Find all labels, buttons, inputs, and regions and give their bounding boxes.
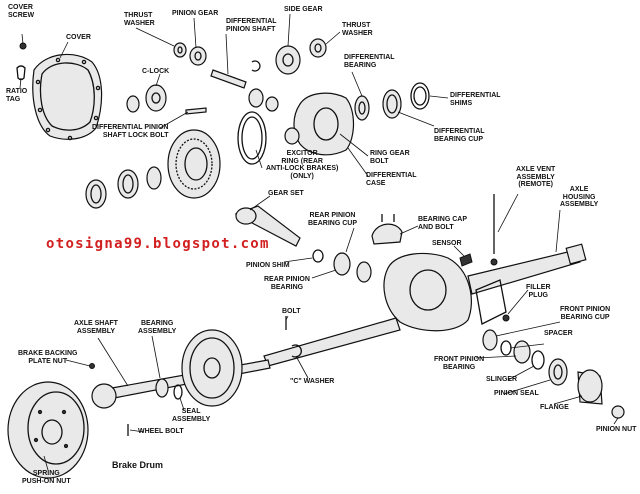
bearing-cap-part [371,214,403,245]
differential-case-part [284,92,355,156]
label-cover: Cover [66,34,91,41]
axle-housing-part [263,243,587,367]
label-ring-gear-bolt: Ring gear bolt [370,150,410,165]
label-flange: Flange [540,404,569,411]
label-pinion-nut: Pinion nut [596,426,637,433]
seal-assembly-part [173,384,183,400]
label-filler-plug: Filler plug [526,284,551,299]
rear-pinion-bearing-part [333,252,351,276]
ratio-tag-part [16,65,26,81]
label-thrust-washer-right: Thrust washer [342,22,373,37]
label-wheel-bolt: Wheel bolt [138,428,184,435]
pinion-shaft-part [210,69,247,89]
pinion-seal-part [548,358,568,386]
watermark-text: otosigna99.blogspot.com [46,236,270,252]
label-rear-pinion-bearing-cup: Rear pinion bearing cup [308,212,358,227]
label-axle-vent: Axle vent assembly (remote) [516,166,556,188]
thrust-washer-left-part [173,42,187,58]
label-front-pinion-bearing: Front pinion bearing [434,356,485,371]
filler-plug-part [502,314,510,322]
label-pinion-shaft-lock-bolt: Differential pinion shaft lock bolt [92,124,169,139]
label-bearing-cap-bolt: Bearing cap and bolt [418,216,468,231]
spacer-part [500,340,512,356]
front-pinion-bearing-part [513,340,531,364]
bearing-assembly-part [155,378,169,398]
label-brake-drum: Brake Drum [112,460,164,470]
label-differential-case: Differential case [366,172,417,187]
c-lock-part [251,60,261,72]
leader-lines [19,13,619,471]
pinion-nut-part [611,405,625,419]
label-seal-assembly: Seal assembly [172,408,211,423]
flange-part [577,369,603,405]
differential-bearing-cup-part [382,89,402,119]
ring-gear-part [167,129,221,199]
label-pinion-gear: Pinion gear [172,10,219,17]
label-ratio-tag: Ratio tag [6,88,28,103]
c-washer-part [291,344,302,358]
label-axle-housing: Axle housing assembly [560,186,599,208]
bearing-cups-left-part [85,166,162,209]
label-pinion-shaft: Differential pinion shaft [226,18,277,33]
label-differential-bearing-cup: Differential bearing cup [434,128,485,143]
label-pinion-seal: Pinion seal [494,390,539,397]
pinion-gear-part [189,46,207,66]
label-c-lock: C-lock [142,68,170,75]
label-front-pinion-bearing-cup: Front pinion bearing cup [560,306,611,321]
brake-drum-part [7,381,89,479]
label-differential-bearing: Differential bearing [344,54,395,69]
differential-shims-part [410,82,430,110]
label-differential-shims: Differential shims [450,92,501,107]
front-pinion-bearing-cup-part [482,329,498,351]
label-bearing-assembly: Bearing assembly [138,320,177,335]
label-pinion-shim: Pinion shim [246,262,290,269]
pinion-gears-small-part [248,88,279,112]
brake-plate-nut-part [89,363,95,369]
label-thrust-washer-left: Thrust washer [124,12,155,27]
pinion-shim-part [312,249,324,263]
side-gear-left-part [126,84,167,113]
cover-part [32,53,103,141]
differential-bearing-part [354,95,370,121]
lock-bolt-part [185,107,207,115]
label-sensor: Sensor [432,240,462,247]
thrust-washer-right-part [309,38,327,58]
label-gear-set: Gear set [268,190,304,197]
label-rear-pinion-bearing: Rear pinion bearing [264,276,310,291]
rear-pinion-cup-part [356,261,372,283]
label-exciter-ring: Excitor ring (rear anti-lock brakes) (on… [266,150,339,180]
label-c-washer: "C" washer [290,378,335,385]
axle-vent-part [490,194,498,266]
label-spacer: Spacer [544,330,573,337]
label-brake-backing-plate-nut: Brake backing plate nut [18,350,78,365]
label-side-gear: Side gear [284,6,323,13]
label-slinger: Slinger [486,376,518,383]
slinger-part [531,350,545,370]
brake-backing-plate-part [181,329,243,407]
exciter-ring-part [237,111,267,165]
sensor-part [459,253,473,267]
label-spring-push-on-nut: Spring push-on nut [22,470,71,485]
side-gear-part [275,45,301,75]
label-bolt: Bolt [282,308,301,315]
label-axle-shaft-assembly: Axle shaft assembly [74,320,118,335]
label-cover-screw: Cover screw [8,4,35,19]
